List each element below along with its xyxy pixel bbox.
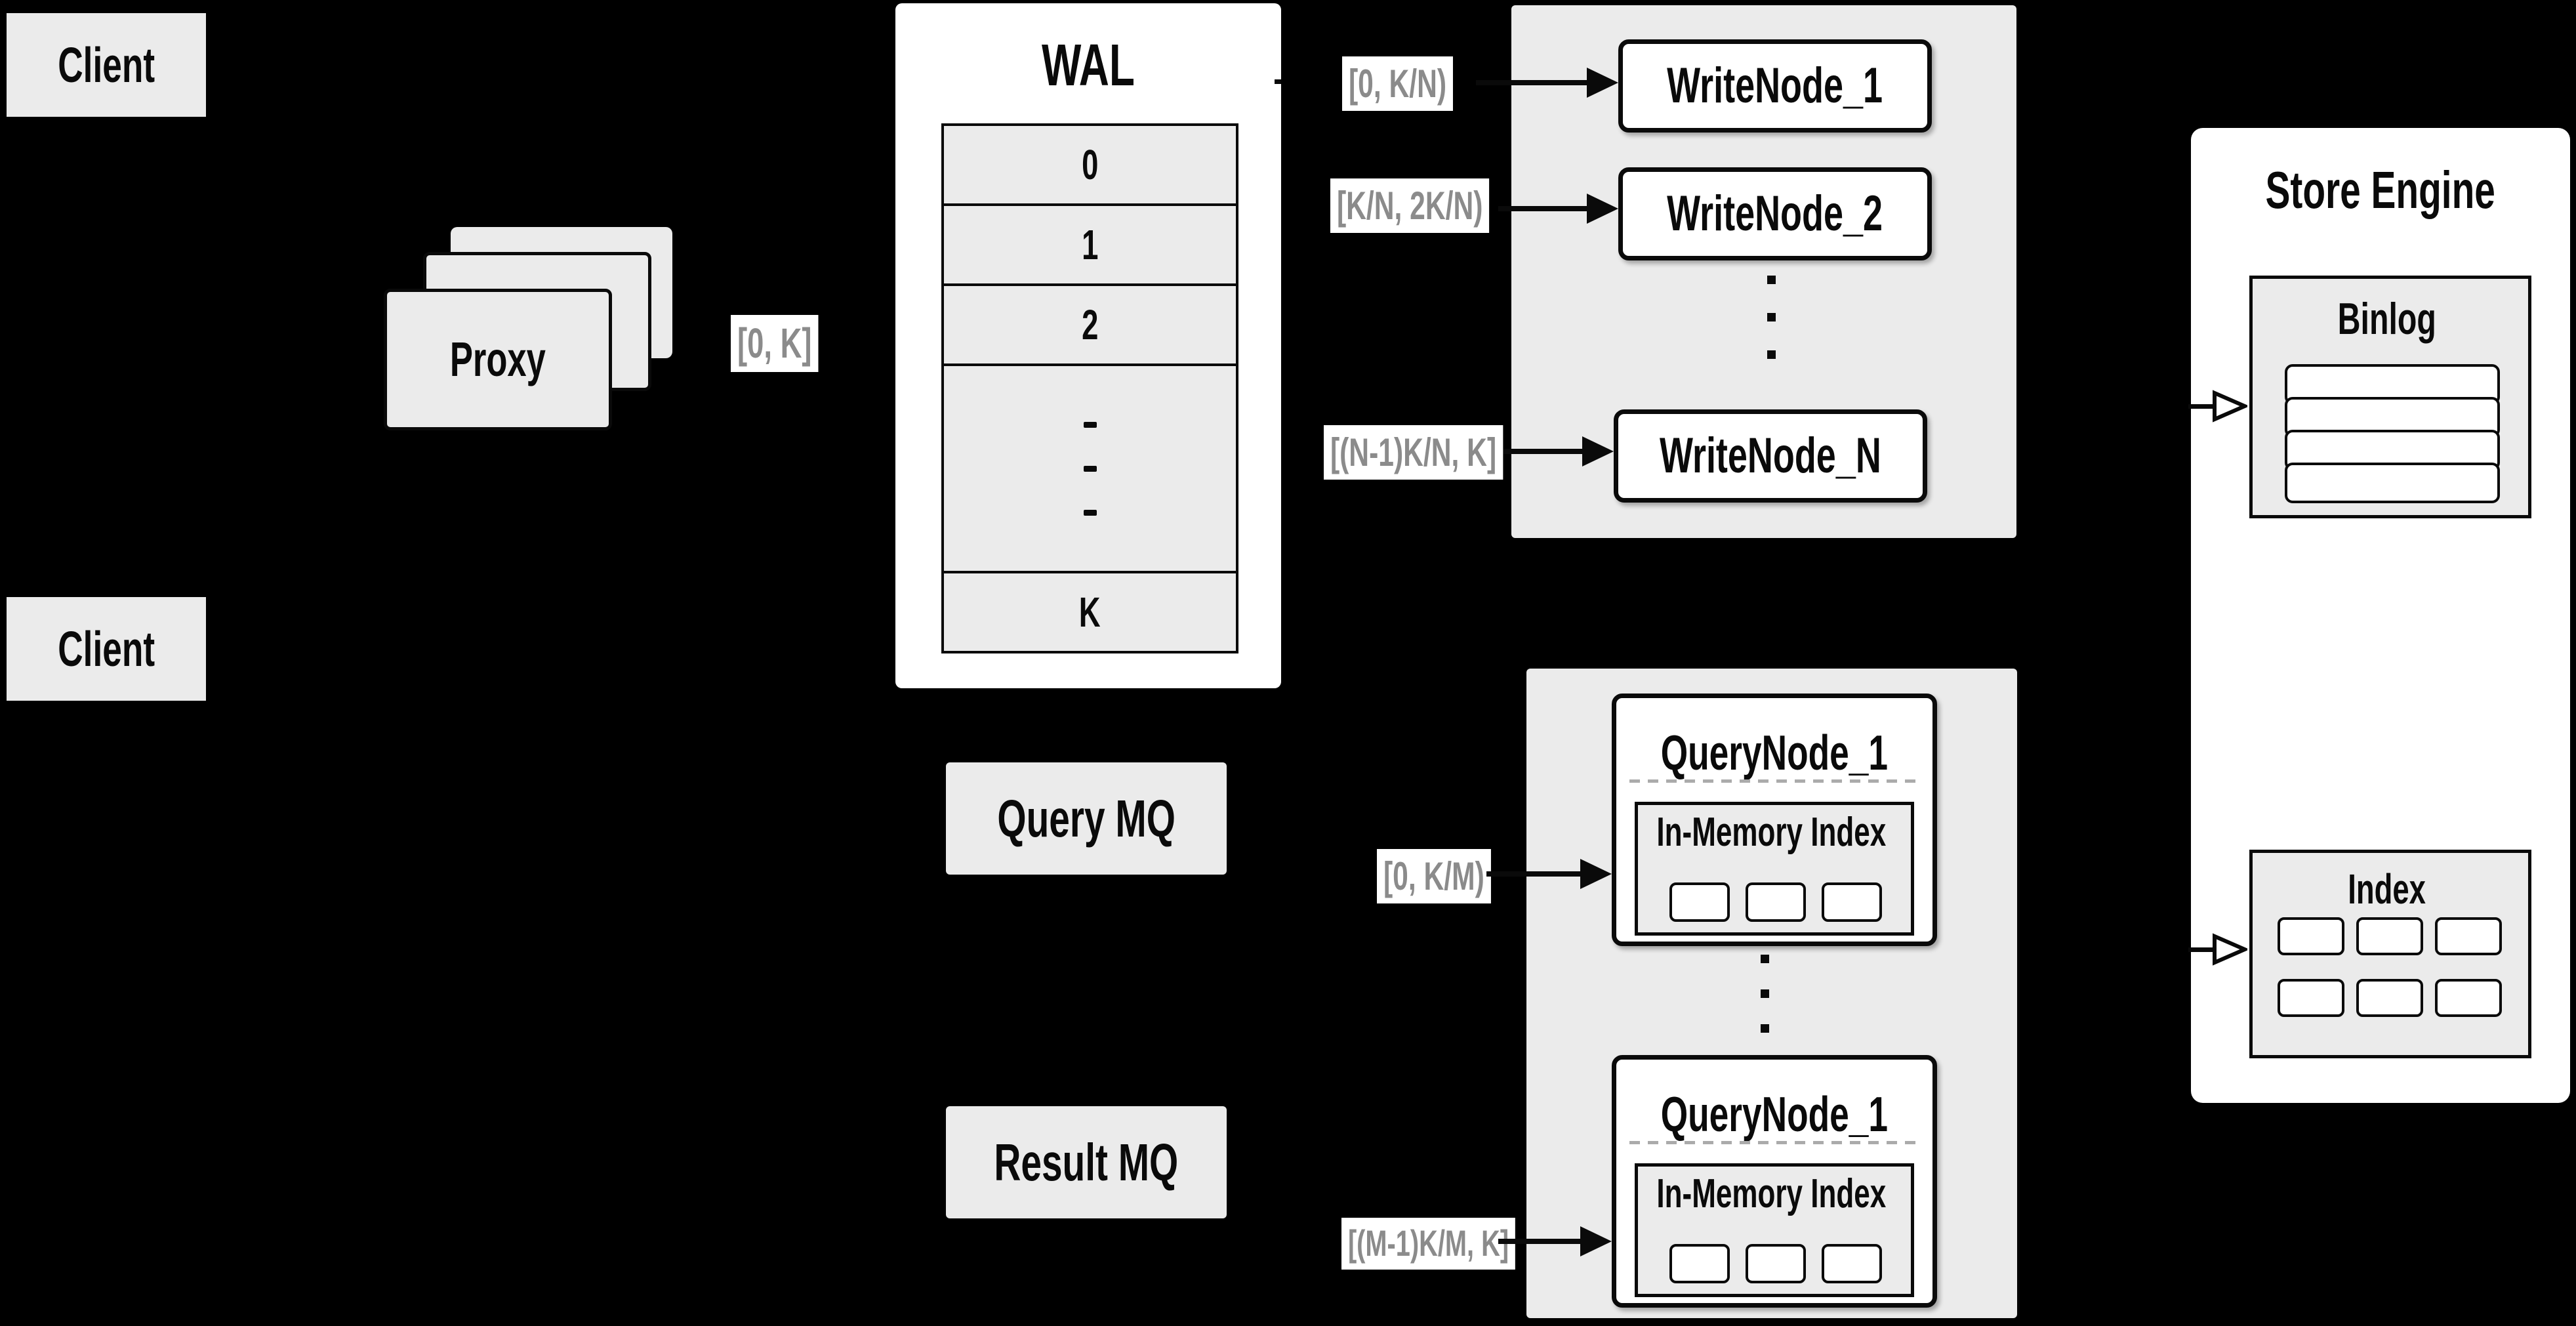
query-range-label-1: [0, K/M) [1377, 849, 1491, 903]
wal-segment-1: 1 [941, 203, 1238, 286]
arrow-line [1503, 449, 1584, 454]
index-cell [2356, 917, 2423, 955]
proxy-label: Proxy [449, 332, 546, 386]
segment-cell [1669, 882, 1730, 922]
wal-segment-table: 0 1 2 K [941, 123, 1238, 653]
proxy-range-label: [0, K] [731, 315, 819, 373]
ellipsis-dot [1083, 509, 1097, 516]
store-engine-title: Store Engine [2265, 161, 2496, 219]
wal-title: WAL [1042, 33, 1135, 98]
query-range-label-m: [(M-1)K/M, K] [1341, 1218, 1516, 1270]
in-memory-index-title: In-Memory Index [1656, 1171, 1886, 1216]
ellipsis-dot [1767, 276, 1776, 284]
binlog-row [2285, 463, 2500, 503]
open-arrow-line [2188, 947, 2213, 952]
segment-cell [1746, 882, 1806, 922]
write-node-1: WriteNode_1 [1618, 39, 1932, 133]
write-range-label-1: [0, K/N) [1342, 56, 1453, 111]
ellipsis-dot [1083, 421, 1097, 428]
wal-segment-ellipsis [941, 363, 1238, 573]
in-memory-index-box: In-Memory Index [1635, 802, 1914, 936]
client-label: Client [58, 621, 155, 676]
client-label: Client [58, 37, 155, 93]
client-box-top: Client [7, 13, 206, 117]
segment-cell [1822, 882, 1882, 922]
segment-cell [1669, 1244, 1730, 1283]
arrow-line [1476, 80, 1587, 85]
write-range-label-2: [K/N, 2K/N) [1330, 178, 1490, 233]
arrow-head [1587, 68, 1618, 98]
arrow-head [1582, 436, 1614, 466]
binlog-title: Binlog [2337, 293, 2437, 344]
wal-connector-stub [1275, 79, 1281, 84]
index-cell [2278, 917, 2344, 955]
ellipsis-dot [1761, 989, 1769, 998]
write-node-n: WriteNode_N [1614, 409, 1927, 503]
wal-segment-2: 2 [941, 283, 1238, 366]
query-node-1: QueryNode_1 In-Memory Index [1612, 694, 1937, 946]
client-box-bottom: Client [7, 597, 206, 701]
ellipsis-dot [1761, 1024, 1769, 1033]
open-arrow-line [2188, 404, 2213, 409]
write-node-2: WriteNode_2 [1618, 167, 1932, 260]
result-mq-box: Result MQ [946, 1106, 1227, 1218]
index-cell [2356, 979, 2423, 1017]
in-memory-index-title: In-Memory Index [1656, 810, 1886, 855]
index-cell [2435, 979, 2502, 1017]
ellipsis-dot [1767, 350, 1776, 359]
wal-segment-0: 0 [941, 123, 1238, 206]
segment-cell [1822, 1244, 1882, 1283]
index-title: Index [2348, 865, 2426, 913]
index-cell [2278, 979, 2344, 1017]
arrow-head [1580, 1226, 1612, 1256]
query-node-title: QueryNode_1 [1660, 724, 1889, 780]
dashed-divider [1629, 779, 1919, 783]
query-node-2: QueryNode_1 In-Memory Index [1612, 1055, 1937, 1308]
arrow-line [1498, 206, 1587, 211]
proxy-box-front: Proxy [384, 289, 612, 430]
write-range-label-n: [(N-1)K/N, K] [1324, 425, 1503, 480]
dashed-divider [1629, 1141, 1919, 1144]
ellipsis-dot [1083, 465, 1097, 472]
arrow-head [1580, 859, 1612, 889]
in-memory-index-box: In-Memory Index [1635, 1163, 1914, 1297]
open-arrow-icon [2213, 933, 2247, 966]
ellipsis-dot [1767, 313, 1776, 321]
arrow-line [1486, 871, 1580, 877]
open-arrow-icon [2213, 390, 2247, 423]
arrow-head [1587, 194, 1618, 224]
query-mq-box: Query MQ [946, 762, 1227, 875]
ellipsis-dot [1761, 955, 1769, 963]
index-cell [2435, 917, 2502, 955]
query-node-title: QueryNode_1 [1660, 1086, 1889, 1142]
wal-segment-k: K [941, 571, 1238, 653]
arrow-line [1498, 1239, 1580, 1244]
segment-cell [1746, 1244, 1806, 1283]
